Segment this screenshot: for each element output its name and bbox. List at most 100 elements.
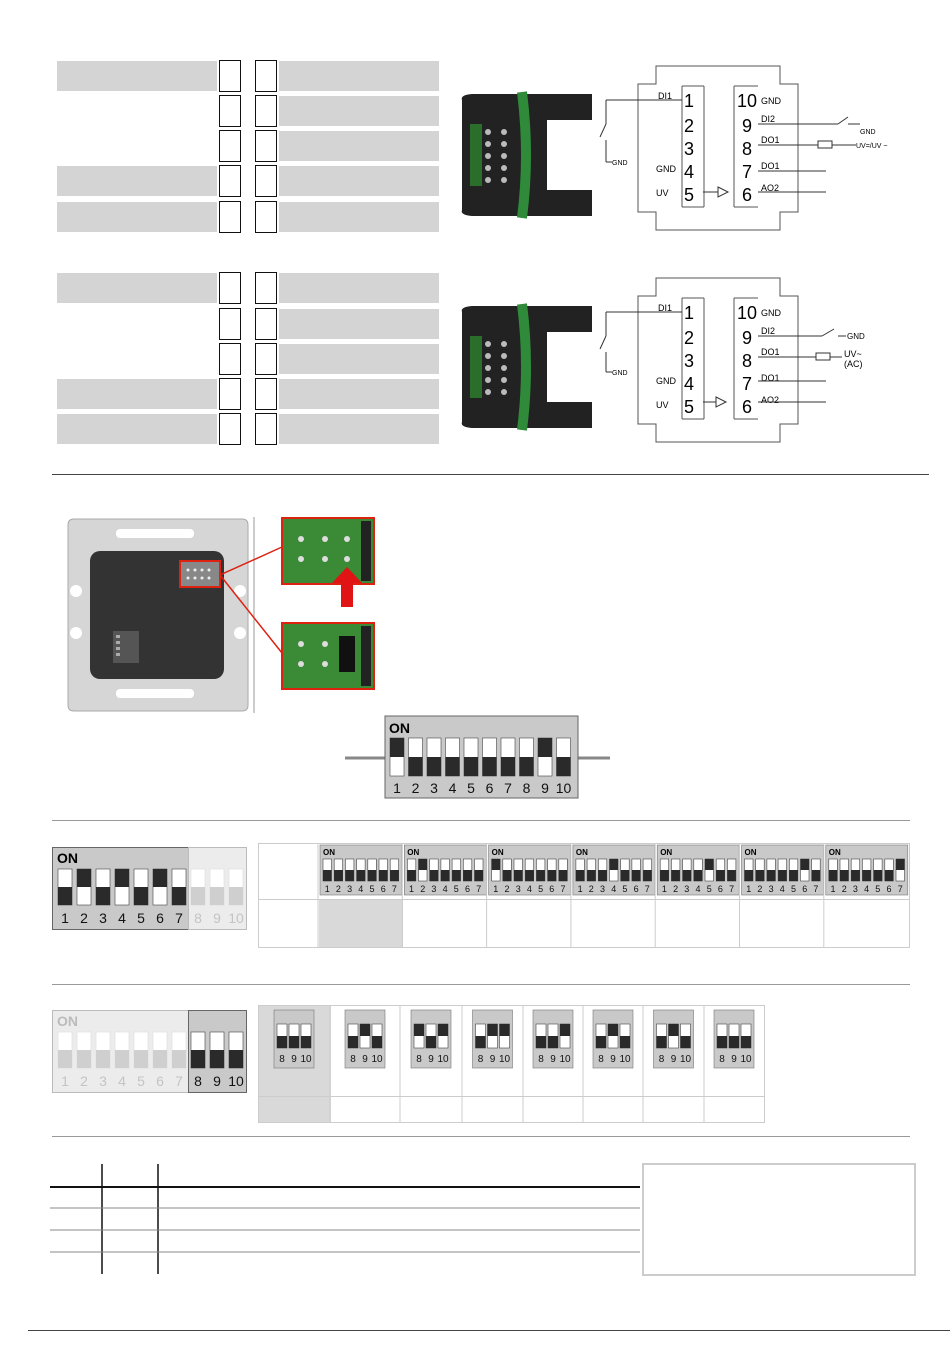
dip-switch-lever xyxy=(850,858,861,882)
dip-switch-lever xyxy=(482,737,497,777)
label-bar xyxy=(279,344,439,374)
dip-switch-lever xyxy=(190,868,206,906)
dip-switch-lever xyxy=(491,858,501,882)
terminal-box xyxy=(219,343,241,375)
dip-switch-lever xyxy=(595,1023,607,1049)
dip-switch-lever xyxy=(716,1023,728,1049)
dip-switch-number: 3 xyxy=(516,884,521,894)
dip-switch-number: 2 xyxy=(589,884,594,894)
dip-switch-lever xyxy=(133,868,149,906)
dip-switch-lever xyxy=(631,858,641,882)
dip-switch-number: 4 xyxy=(527,884,532,894)
device-photo-1 xyxy=(461,91,592,219)
dip-on-label: ON xyxy=(407,848,419,857)
dip-switch-lever xyxy=(57,1031,73,1069)
dip-switch-lever xyxy=(228,1031,244,1069)
terminal-box xyxy=(255,60,277,92)
dip-switch-lever xyxy=(322,858,332,882)
dip-switch-lever xyxy=(671,858,681,882)
dip-switch-number: 7 xyxy=(729,884,734,894)
dip-switch-lever xyxy=(620,858,630,882)
dip-on-label: ON xyxy=(745,848,757,857)
terminal-box xyxy=(255,272,277,304)
terminal-box xyxy=(219,272,241,304)
dip-switch-number: 3 xyxy=(347,884,352,894)
dip-switch-number: 3 xyxy=(769,884,774,894)
device-photo-2 xyxy=(461,303,592,431)
dip-switch-number: 3 xyxy=(430,780,438,796)
dip-switch-lever xyxy=(704,858,714,882)
dip-switch-lever xyxy=(408,737,423,777)
terminal-number: 6 xyxy=(742,397,752,417)
dip-switch-lever xyxy=(76,868,92,906)
dip-switch-number: 2 xyxy=(504,884,509,894)
terminal-box xyxy=(255,165,277,197)
dip-switch-number: 10 xyxy=(559,1054,571,1065)
dip-switch-number: 8 xyxy=(598,1054,604,1065)
dip-switch-lever xyxy=(95,1031,111,1069)
terminal-number: 6 xyxy=(742,185,752,205)
dip-on-label: ON xyxy=(57,1013,78,1029)
dip-on-label: ON xyxy=(57,850,78,866)
ext-gnd-label: GND xyxy=(612,370,628,377)
dip-switch-number: 3 xyxy=(853,884,858,894)
dip-switch-number: 5 xyxy=(467,780,475,796)
dip-switch-lever xyxy=(575,858,585,882)
dip-switch-number: 9 xyxy=(731,1054,737,1065)
dip-switch-number: 5 xyxy=(791,884,796,894)
terminal-number: 2 xyxy=(684,328,694,348)
terminal-number: 4 xyxy=(684,374,694,394)
dip-switch-lever xyxy=(333,858,343,882)
dip-switch-number: 6 xyxy=(381,884,386,894)
ext-gnd-label: GND xyxy=(612,160,628,167)
dip-switch-number: 5 xyxy=(622,884,627,894)
dip-switch-lever xyxy=(445,737,460,777)
dip-switch-lever xyxy=(609,858,619,882)
dip-switch-number: 1 xyxy=(830,884,835,894)
dip-switch-number: 1 xyxy=(61,910,69,926)
terminal-box xyxy=(219,413,241,445)
dip-switch-lever xyxy=(389,858,399,882)
dip-switch-lever xyxy=(777,858,787,882)
dip-switch-number: 9 xyxy=(213,1073,221,1089)
dip-switch-lever xyxy=(862,858,872,882)
dip-switch-number: 7 xyxy=(504,780,512,796)
dip-switch-lever xyxy=(114,1031,130,1069)
dip-switch-lever xyxy=(300,1023,312,1049)
dip-switch-number: 5 xyxy=(875,884,880,894)
label-bar xyxy=(279,273,439,303)
dip-switch-number: 7 xyxy=(175,1073,183,1089)
terminal-box xyxy=(255,308,277,340)
dip-on-label: ON xyxy=(829,848,841,857)
dip-switch-lever xyxy=(558,858,568,882)
dip-switch-number: 8 xyxy=(416,1054,422,1065)
section-divider xyxy=(52,984,910,985)
dip-switch-lever xyxy=(345,858,355,882)
dip-switch-lever xyxy=(519,737,534,777)
terminal-box xyxy=(219,95,241,127)
dip-switch-lever xyxy=(57,868,73,906)
dip-switch-lever xyxy=(475,1023,486,1049)
dip-switch-number: 2 xyxy=(412,780,420,796)
supply-label: UV~ xyxy=(844,349,862,359)
supply-label: UV=/UV ~ xyxy=(856,143,888,150)
dip-switch-lever xyxy=(114,868,130,906)
terminal-label: DI1 xyxy=(658,303,672,313)
dip-switch-lever xyxy=(152,868,168,906)
dip-switch-number: 7 xyxy=(175,910,183,926)
terminal-number: 3 xyxy=(684,139,694,159)
dip-switch-lever xyxy=(619,1023,631,1049)
dip-switch-lever xyxy=(133,1031,149,1069)
dip-switch-lever xyxy=(740,1023,752,1049)
dip-switch-number: 2 xyxy=(80,1073,88,1089)
terminal-number: 9 xyxy=(742,328,752,348)
dip-switch-number: 1 xyxy=(325,884,330,894)
dip-on-label: ON xyxy=(660,848,672,857)
dip-switch-lever xyxy=(586,858,596,882)
dip-switch-number: 7 xyxy=(645,884,650,894)
dip-switch-number: 1 xyxy=(409,884,414,894)
